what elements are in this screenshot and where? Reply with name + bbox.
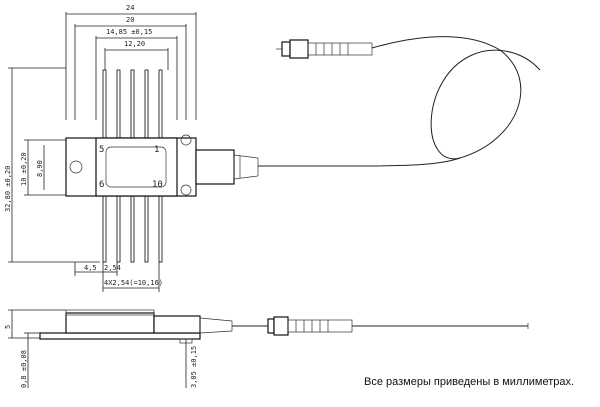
pin-top [116,69,121,139]
fiber-loop [371,36,522,159]
pin-bottom [144,195,149,263]
fiber-cable [258,157,461,167]
pin-bottom [158,195,163,263]
dim-24-label: 24 [126,4,134,12]
side-connector-ferrule [267,318,275,334]
dim-0-8-label: 0,8 ±0,08 [20,350,28,388]
mount-hole-right-top [180,134,192,146]
pin-bottom [116,195,121,263]
side-base-plate [39,332,201,340]
top-pins [102,69,163,139]
fiber-connector-top [276,39,373,59]
pin-label-10: 10 [152,180,163,190]
pin-top [102,69,107,139]
side-package [65,312,155,334]
dim-12-20-label: 12,20 [124,40,145,48]
mount-hole-right-bottom [180,184,192,196]
connector-housing [289,39,309,59]
dim-side-5-label: 5 [4,325,12,329]
dim-2-54-label: 2,54 [104,264,121,272]
pin-bottom [130,195,135,263]
pin-label-1: 1 [154,145,159,155]
side-boot [199,317,233,334]
package-lid [105,146,167,188]
side-connector-housing [273,316,289,336]
pin-bottom [102,195,107,263]
pin-top [158,69,163,139]
dim-4x2-54-label: 4X2,54(=10,16) [104,279,163,287]
pin-label-6: 6 [99,180,104,190]
bottom-pins [102,195,163,263]
connector-ferrule [281,41,291,57]
dim-20-label: 20 [126,16,134,24]
mount-hole-left [69,160,83,174]
pin-top [130,69,135,139]
dim-10-label: 10 ±0,20 [20,152,28,186]
units-caption: Все размеры приведены в миллиметрах. [364,376,575,388]
dim-32-80-label: 32,80 ±0,20 [4,166,12,212]
pin-top [144,69,149,139]
fiber-connector-side [267,316,353,336]
dim-3-05-label: 3,05 ±0,15 [190,346,198,388]
side-lid [65,309,155,316]
pin-label-5: 5 [99,145,104,155]
dim-8-90-label: 8,90 [36,160,44,177]
dim-4-5-label: 4,5 [84,264,97,272]
dim-14-85-label: 14,85 ±0,15 [106,28,152,36]
fiber-nose [195,149,235,185]
fiber-loop-inner [430,49,541,160]
fiber-boot [233,154,259,180]
side-nose [153,315,201,334]
